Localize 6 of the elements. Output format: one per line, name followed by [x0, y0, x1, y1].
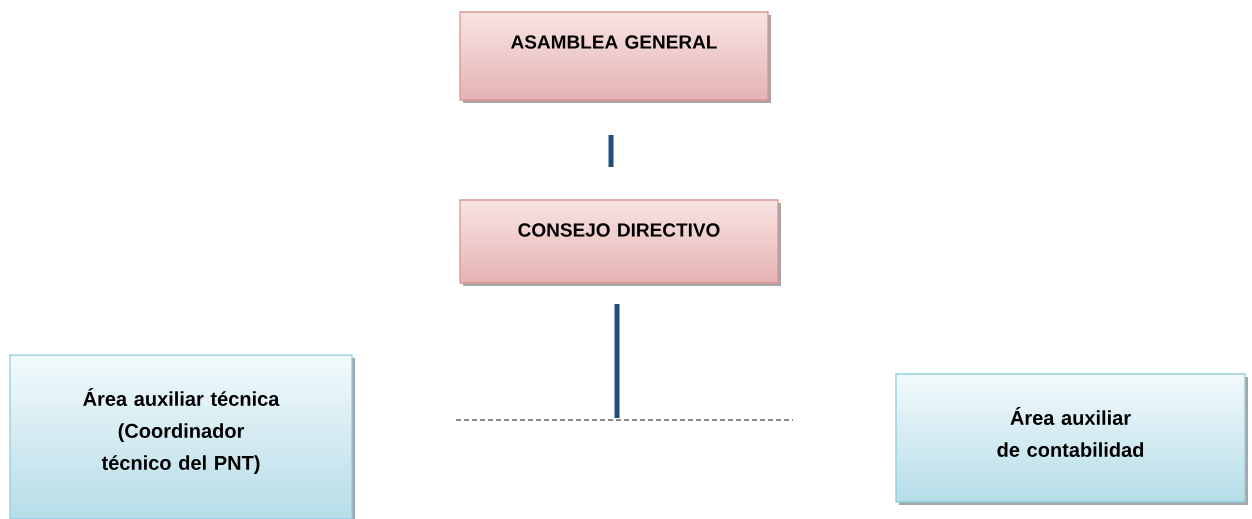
area-box: Área auxiliar de contabilidad: [895, 373, 1248, 505]
connector-line: [614, 304, 620, 418]
area-box: Área auxiliar técnica (Coordinador técnico del PNT): [9, 354, 355, 519]
connector-line: [608, 135, 614, 167]
org-box: ASAMBLEA GENERAL: [459, 11, 771, 103]
org-box: CONSEJO DIRECTIVO: [459, 199, 781, 286]
